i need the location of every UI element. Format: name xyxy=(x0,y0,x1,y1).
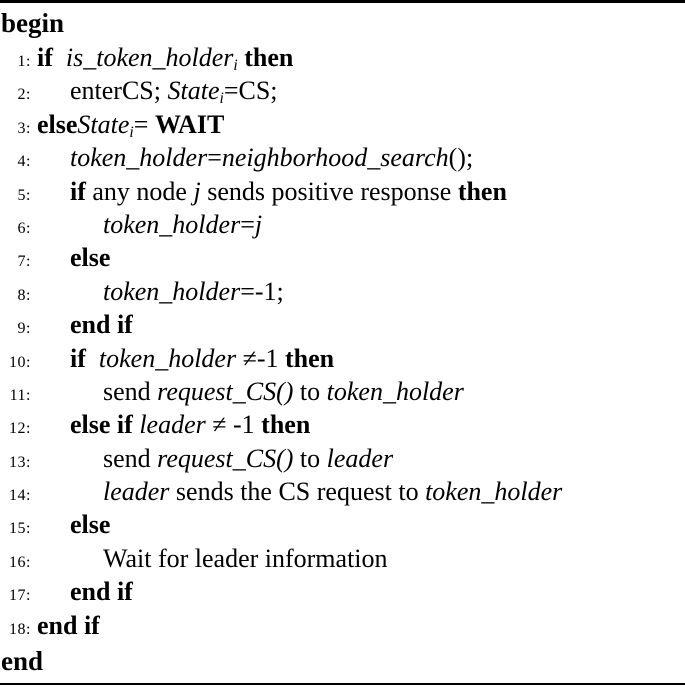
line-number: 12: xyxy=(9,420,31,438)
statement-text: else xyxy=(70,243,111,273)
statement-text: if is_token_holderi then xyxy=(37,43,294,74)
statement-text: end if xyxy=(37,610,100,640)
statement-text: Wait for leader information xyxy=(103,543,388,573)
algorithm-line: 12: else if leader ≠ -1 then xyxy=(0,408,685,441)
line-number: 16: xyxy=(9,553,31,571)
line-number: 10: xyxy=(9,353,31,371)
algorithm-line: 1: if is_token_holderi then xyxy=(0,41,685,74)
line-number: 5: xyxy=(17,186,31,204)
line-number: 11: xyxy=(9,386,31,404)
statement-text: if any node j sends positive response th… xyxy=(70,176,507,206)
top-rule xyxy=(0,0,685,3)
algorithm-line: 8: token_holder=-1; xyxy=(0,275,685,308)
line-number: 4: xyxy=(17,153,31,171)
line-number: 17: xyxy=(9,587,31,605)
algorithm-lines: 1: if is_token_holderi then 2: enterCS; Sta… xyxy=(0,41,685,642)
algorithm-line: 11: send request_CS() to token_holder xyxy=(0,375,685,408)
statement-text: end if xyxy=(70,577,133,607)
line-number: 9: xyxy=(17,320,31,338)
algorithm-line: 2: enterCS; Statei=CS; xyxy=(0,74,685,107)
algorithm-line: 16: Wait for leader information xyxy=(0,542,685,575)
line-number: 7: xyxy=(17,253,31,271)
algorithm-line: 5: if any node j sends positive response … xyxy=(0,175,685,208)
statement-text: token_holder=j xyxy=(103,209,263,239)
algorithm-line: 3: elseStatei= WAIT xyxy=(0,108,685,141)
algorithm-line: 6: token_holder=j xyxy=(0,208,685,241)
line-number: 6: xyxy=(17,219,31,237)
begin-keyword: begin xyxy=(1,8,65,38)
statement-text: send request_CS() to token_holder xyxy=(103,376,464,406)
line-number: 18: xyxy=(9,620,31,638)
statement-text: else xyxy=(70,510,111,540)
statement-text: token_holder=neighborhood_search(); xyxy=(70,143,474,173)
end-keyword: end xyxy=(1,646,44,677)
line-number: 15: xyxy=(9,520,31,538)
statement-text: leader sends the CS request to token_hol… xyxy=(103,477,563,507)
algorithm-line: 13: send request_CS() to leader xyxy=(0,442,685,475)
statement-text: end if xyxy=(70,310,133,340)
statement-text: else if leader ≠ -1 then xyxy=(70,410,311,440)
bottom-rule xyxy=(0,683,685,685)
statement-text: send request_CS() to leader xyxy=(103,443,394,473)
line-number: 1: xyxy=(17,53,31,70)
algorithm-line: 7: else xyxy=(0,241,685,274)
algorithm-line: 9: end if xyxy=(0,308,685,341)
algorithm-line: 4: token_holder=neighborhood_search(); xyxy=(0,141,685,174)
algorithm-line: 14: leader sends the CS request to token_… xyxy=(0,475,685,508)
algorithm-line: 18: end if xyxy=(0,609,685,642)
statement-text: elseStatei= WAIT xyxy=(37,109,225,141)
algorithm-line: 17: end if xyxy=(0,575,685,608)
statement-text: enterCS; Statei=CS; xyxy=(70,76,278,108)
line-number: 8: xyxy=(17,286,31,304)
line-number: 2: xyxy=(17,86,31,104)
statement-text: if token_holder ≠-1 then xyxy=(70,343,335,373)
line-number: 3: xyxy=(17,119,31,137)
line-number: 13: xyxy=(9,453,31,471)
algorithm-line: 10: if token_holder ≠-1 then xyxy=(0,342,685,375)
statement-text: token_holder=-1; xyxy=(103,276,284,306)
algorithm-line: 15: else xyxy=(0,508,685,541)
line-number: 14: xyxy=(9,487,31,505)
